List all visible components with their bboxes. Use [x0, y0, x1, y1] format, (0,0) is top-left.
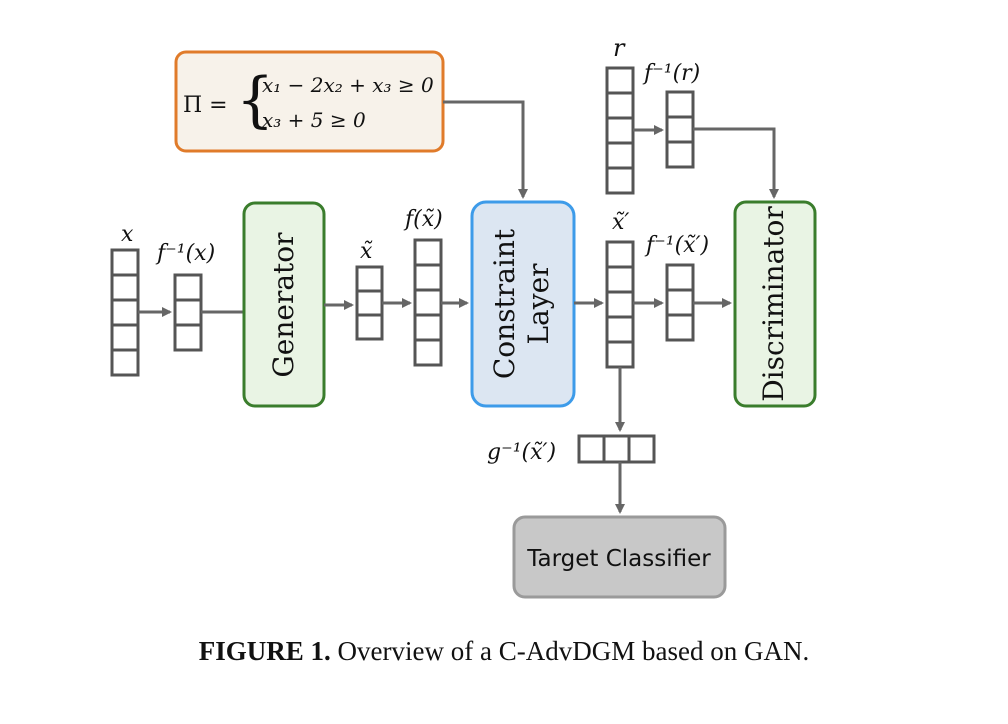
f-x-tilde-vector [413, 238, 443, 367]
f-inv-r-vector [665, 90, 695, 169]
figure-number: FIGURE 1. [198, 636, 331, 666]
generator-block: Generator [242, 201, 326, 408]
x-tilde-prime-label: x̃′ [612, 210, 629, 235]
finv-r-to-discriminator-arrow [693, 127, 779, 199]
f-inv-x-tilde-prime-label: f⁻¹(x̃′) [644, 233, 709, 258]
x-tilde-vector [355, 265, 384, 341]
constraint-line-1: x₁ − 2x₂ + x₃ ≥ 0 [262, 73, 434, 97]
constraint-layer-label-2: Layer [522, 263, 555, 345]
constraint-line-2: x₃ + 5 ≥ 0 [262, 108, 366, 132]
constraint-to-layer-arrow [443, 100, 528, 199]
x-tilde-label: x̃ [360, 239, 373, 264]
f-inv-x-label: f⁻¹(x) [155, 241, 215, 266]
constraint-layer-block: Constraint Layer [470, 200, 576, 408]
g-inv-label: g⁻¹(x̃′) [487, 440, 556, 465]
f-inv-x-tilde-prime-vector [665, 263, 695, 342]
x-label: x [121, 222, 134, 247]
x-tilde-prime-vector [605, 240, 635, 369]
caption-text: Overview of a C-AdvDGM based on GAN. [337, 636, 810, 666]
f-inv-x-vector [173, 273, 203, 352]
discriminator-label: Discriminator [757, 206, 790, 402]
discriminator-block: Discriminator [733, 200, 817, 408]
brace: { [236, 65, 274, 135]
pi-symbol: Π = [183, 93, 228, 118]
f-x-tilde-label: f(x̃) [403, 207, 443, 232]
r-label: r [613, 34, 626, 62]
figure-caption: FIGURE 1. Overview of a C-AdvDGM based o… [0, 636, 1008, 667]
r-vector [605, 66, 635, 195]
constraint-layer-label-1: Constraint [488, 228, 521, 379]
g-inv-vector [577, 434, 656, 464]
constraint-definition-box: Π = { x₁ − 2x₂ + x₃ ≥ 0 x₃ + 5 ≥ 0 [174, 50, 445, 153]
f-inv-r-label: f⁻¹(r) [642, 61, 700, 86]
x-vector [110, 248, 140, 377]
target-classifier-label: Target Classifier [526, 546, 711, 572]
generator-label: Generator [267, 232, 300, 378]
target-classifier-block: Target Classifier [512, 515, 727, 599]
